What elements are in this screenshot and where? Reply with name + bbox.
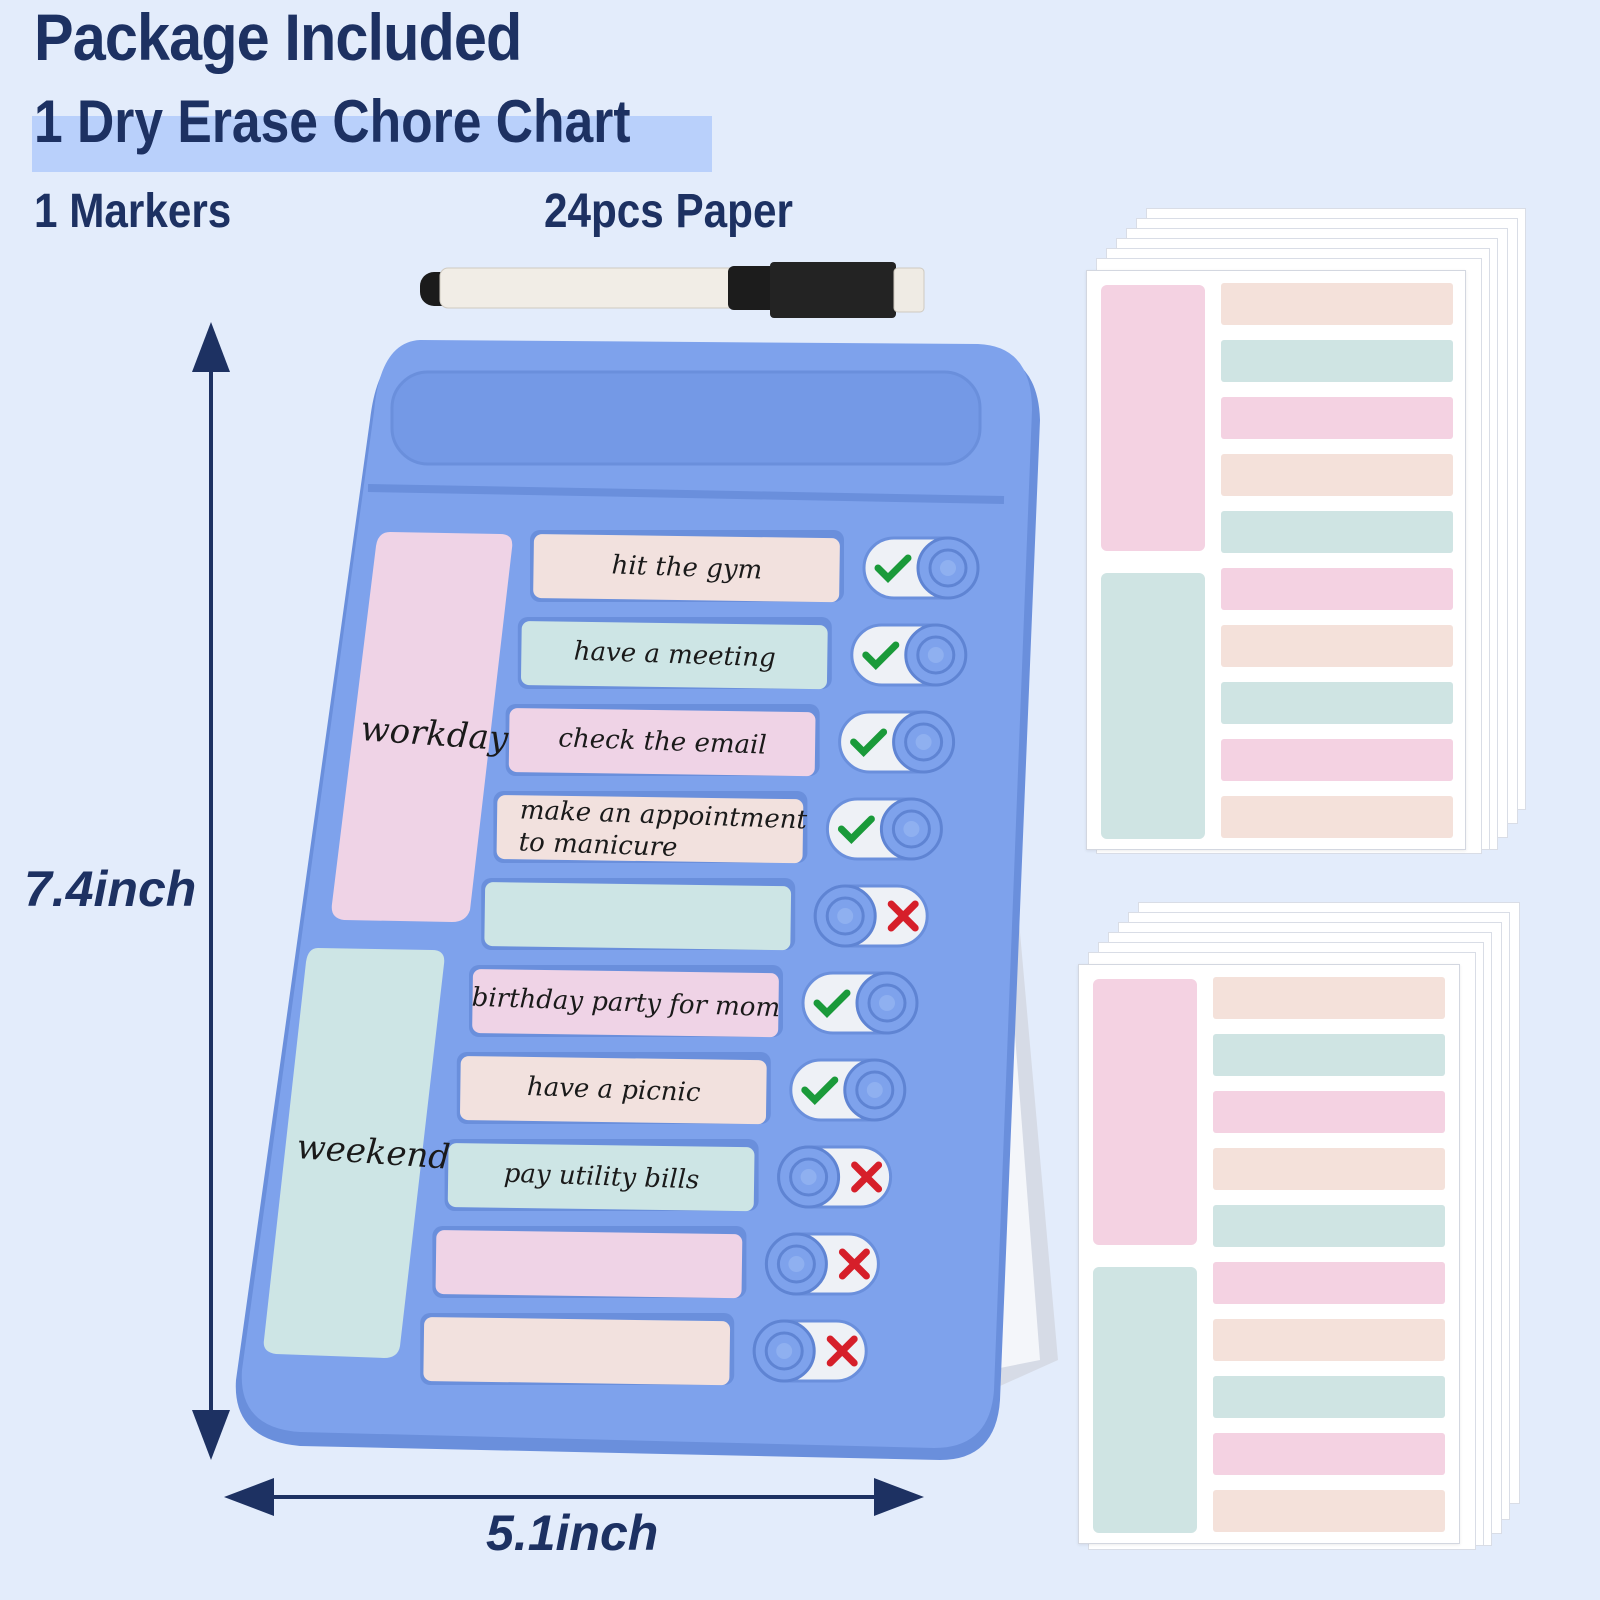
task-rows: hit the gym have a meeting check the email… bbox=[420, 530, 980, 1386]
task-row[interactable]: pay utility bills bbox=[444, 1139, 893, 1212]
task-text: pay utility bills bbox=[503, 1159, 700, 1196]
task-row[interactable]: have a meeting bbox=[517, 617, 968, 690]
page-title: Package Included bbox=[34, 0, 522, 74]
task-text: have a picnic bbox=[527, 1072, 702, 1108]
chore-chart-board: hit the gym have a meeting check the email… bbox=[235, 262, 1058, 1460]
paper-sheet bbox=[1086, 270, 1466, 850]
task-row[interactable]: hit the gym bbox=[530, 530, 980, 603]
paper-label: 24pcs Paper bbox=[544, 185, 793, 238]
task-row[interactable]: check the email bbox=[505, 704, 956, 777]
arrow-right-icon bbox=[874, 1478, 924, 1516]
check-icon bbox=[862, 641, 900, 670]
paper-sheet bbox=[1078, 964, 1460, 1544]
arrow-up-icon bbox=[192, 322, 230, 372]
arrow-left-icon bbox=[224, 1478, 274, 1516]
dimension-arrows bbox=[192, 322, 924, 1516]
paper-stack-1 bbox=[1086, 208, 1526, 854]
task-paper-strip bbox=[533, 534, 840, 603]
check-icon bbox=[850, 728, 888, 757]
cross-icon bbox=[838, 1248, 870, 1280]
task-paper-strip bbox=[435, 1230, 743, 1299]
cross-icon bbox=[826, 1335, 858, 1367]
dry-erase-marker-icon bbox=[420, 262, 925, 318]
task-paper-strip bbox=[521, 621, 828, 690]
check-icon bbox=[837, 815, 875, 844]
task-paper-strip bbox=[496, 795, 804, 864]
subtitle: 1 Dry Erase Chore Chart bbox=[34, 88, 631, 155]
task-paper-strip bbox=[460, 1056, 767, 1125]
task-paper-strip bbox=[484, 882, 792, 951]
check-icon bbox=[801, 1076, 839, 1105]
paper-stack-2 bbox=[1078, 902, 1522, 1550]
task-paper-strip bbox=[472, 969, 779, 1038]
width-dimension: 5.1inch bbox=[486, 1505, 659, 1561]
height-dimension: 7.4inch bbox=[24, 861, 197, 917]
cross-icon bbox=[851, 1161, 883, 1193]
check-icon bbox=[813, 989, 851, 1018]
task-text: hit the gym bbox=[611, 550, 763, 585]
task-text: check the email bbox=[558, 723, 767, 760]
task-paper-strip bbox=[423, 1317, 731, 1386]
task-row[interactable] bbox=[481, 878, 929, 951]
task-text: have a meeting bbox=[573, 636, 776, 673]
cross-icon bbox=[887, 900, 919, 932]
task-row[interactable]: have a picnic bbox=[456, 1052, 907, 1125]
subtitle-highlight bbox=[32, 116, 712, 172]
task-row[interactable] bbox=[432, 1226, 880, 1299]
arrow-down-icon bbox=[192, 1410, 230, 1460]
check-icon bbox=[874, 554, 912, 583]
task-row[interactable] bbox=[420, 1313, 868, 1386]
task-text: to manicure bbox=[518, 827, 678, 863]
task-row[interactable]: birthday party for mom bbox=[469, 965, 919, 1038]
task-paper-strip bbox=[508, 708, 816, 777]
task-paper-strip bbox=[447, 1143, 755, 1212]
markers-label: 1 Markers bbox=[34, 185, 232, 238]
